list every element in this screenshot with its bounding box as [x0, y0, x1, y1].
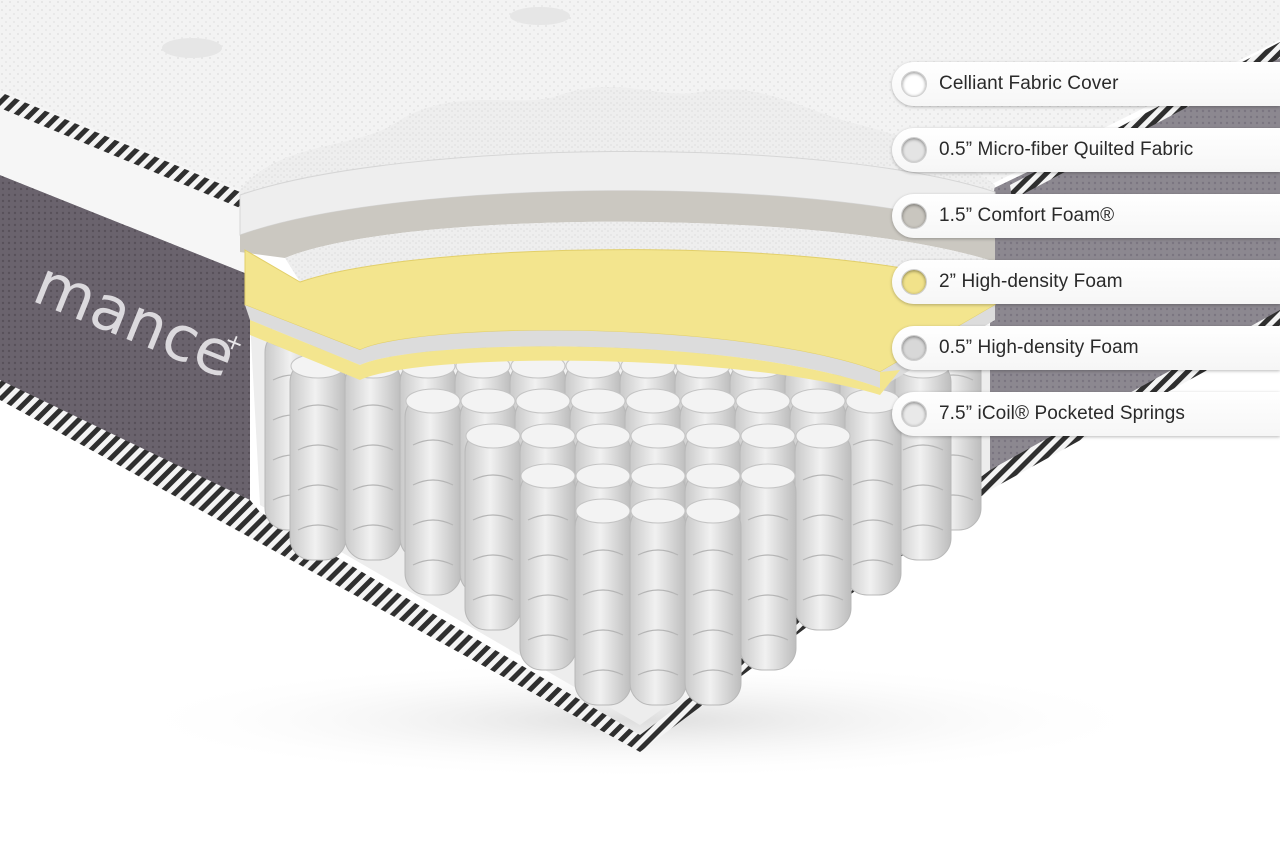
comfort-foam-layer	[240, 190, 995, 262]
legend-item-2in-high-density-foam: 2” High-density Foam	[892, 260, 1280, 304]
spring-pocket	[684, 498, 742, 706]
legend-swatch	[901, 137, 927, 163]
top-piping-left	[0, 92, 240, 208]
thin-fabric-layer	[285, 221, 995, 290]
legend-label: 0.5” Micro-fiber Quilted Fabric	[939, 139, 1194, 160]
spring-pocket	[574, 498, 632, 706]
spring-pocket	[894, 353, 952, 561]
legend-item-comfort-foam: 1.5” Comfort Foam®	[892, 194, 1280, 238]
spring-pocket	[289, 353, 347, 561]
spring-pocket	[464, 423, 522, 631]
left-side-panel	[0, 175, 250, 510]
bottom-piping-left	[0, 380, 640, 752]
spring-pocket	[344, 353, 402, 561]
tuft-button	[162, 38, 222, 58]
legend-swatch	[901, 335, 927, 361]
spring-pocket	[794, 423, 852, 631]
legend-swatch	[901, 71, 927, 97]
spring-pocket	[629, 498, 687, 706]
spring-pocket	[519, 463, 577, 671]
tuft-button	[510, 7, 570, 25]
legend-item-celliant-fabric-cover: Celliant Fabric Cover	[892, 62, 1280, 106]
legend-label: Celliant Fabric Cover	[939, 73, 1119, 94]
legend-label: 0.5” High-density Foam	[939, 337, 1139, 358]
legend-item-half-in-high-density-foam: 0.5” High-density Foam	[892, 326, 1280, 370]
legend-swatch	[901, 269, 927, 295]
hd-foam-yellow-lower	[250, 320, 900, 395]
spring-pocket	[404, 388, 462, 596]
hd-foam-grey-layer	[245, 305, 995, 388]
legend-item-pocketed-springs: 7.5” iCoil® Pocketed Springs	[892, 392, 1280, 436]
legend-label: 7.5” iCoil® Pocketed Springs	[939, 403, 1185, 424]
legend-swatch	[901, 401, 927, 427]
legend-label: 1.5” Comfort Foam®	[939, 205, 1115, 226]
legend-item-micro-fiber-quilted-fabric: 0.5” Micro-fiber Quilted Fabric	[892, 128, 1280, 172]
legend-swatch	[901, 203, 927, 229]
left-side-band	[0, 90, 250, 275]
legend-label: 2” High-density Foam	[939, 271, 1123, 292]
spring-pocket	[739, 463, 797, 671]
